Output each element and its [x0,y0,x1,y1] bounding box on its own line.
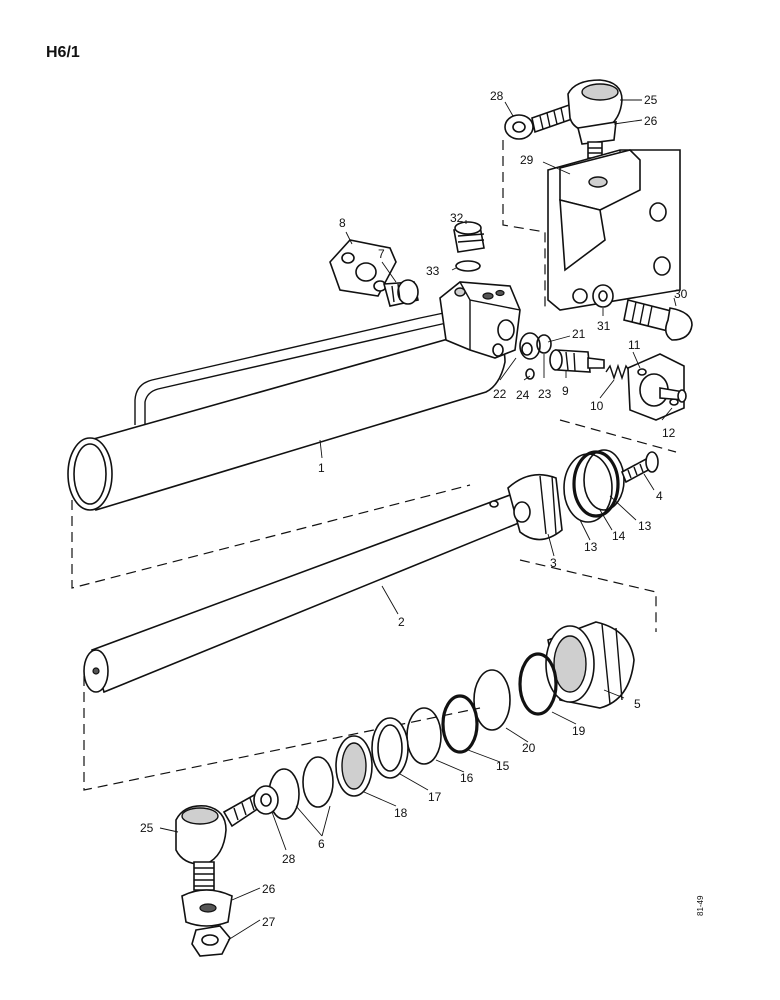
callout-7: 7 [378,247,385,261]
callout-22: 22 [493,387,507,401]
callout-labels: 28 25 26 29 32 33 8 7 30 31 21 22 24 23 … [140,89,688,929]
callout-21: 21 [572,327,586,341]
callout-24: 24 [516,388,530,402]
callout-1: 1 [318,461,325,475]
callout-25-lower: 25 [140,821,154,835]
callout-6: 6 [318,837,325,851]
callout-5: 5 [634,697,641,711]
callout-16: 16 [460,771,474,785]
callout-30: 30 [674,287,688,301]
cylinder-barrel [67,281,521,512]
assembly-guide-line [502,140,546,310]
callout-33: 33 [426,264,440,278]
check-valve [549,349,605,373]
port-seals [519,332,552,380]
barrel-alignment-line [71,484,471,589]
callout-11: 11 [628,338,641,352]
callout-leaders [159,99,677,941]
upper-rod-end-assembly [504,79,623,169]
piston-rod-assembly [83,473,563,694]
mounting-bracket [547,149,681,311]
gland-seal-kit [268,652,558,820]
callout-8: 8 [339,216,346,230]
bolt [623,299,693,341]
callout-26-upper: 26 [644,114,658,128]
callout-31: 31 [597,319,611,333]
callout-29: 29 [520,153,534,167]
barrel-alignment-line-right [559,419,677,453]
callout-32: 32 [450,211,464,225]
callout-4: 4 [656,489,663,503]
piston-bolt [620,451,659,484]
callout-15: 15 [496,759,510,773]
callout-13-right: 13 [638,519,652,533]
callout-2: 2 [398,615,405,629]
rod-alignment-line [83,676,481,791]
valve-spring [605,363,631,381]
callout-28-lower: 28 [282,852,296,866]
callout-23: 23 [538,387,552,401]
callout-12: 12 [662,426,676,440]
callout-26-lower: 26 [262,882,276,896]
callout-20: 20 [522,741,536,755]
lower-rod-end-assembly [175,785,279,957]
piston-rings [563,449,625,523]
callout-3: 3 [550,556,557,570]
page-code: H6/1 [46,44,80,61]
callout-28-upper: 28 [490,89,504,103]
callout-27: 27 [262,915,276,929]
callout-13-left: 13 [584,540,598,554]
cylinder-gland [545,621,635,709]
hydraulic-fitting [453,221,485,272]
end-flange [627,353,687,421]
callout-17: 17 [428,790,442,804]
callout-19: 19 [572,724,586,738]
callout-25-upper: 25 [644,93,658,107]
reference-code: 81-49 [696,895,705,916]
callout-18: 18 [394,806,408,820]
callout-9: 9 [562,384,569,398]
callout-14: 14 [612,529,626,543]
rod-alignment-line-right [519,559,657,632]
flange-and-union [329,239,419,307]
callout-10: 10 [590,399,604,413]
